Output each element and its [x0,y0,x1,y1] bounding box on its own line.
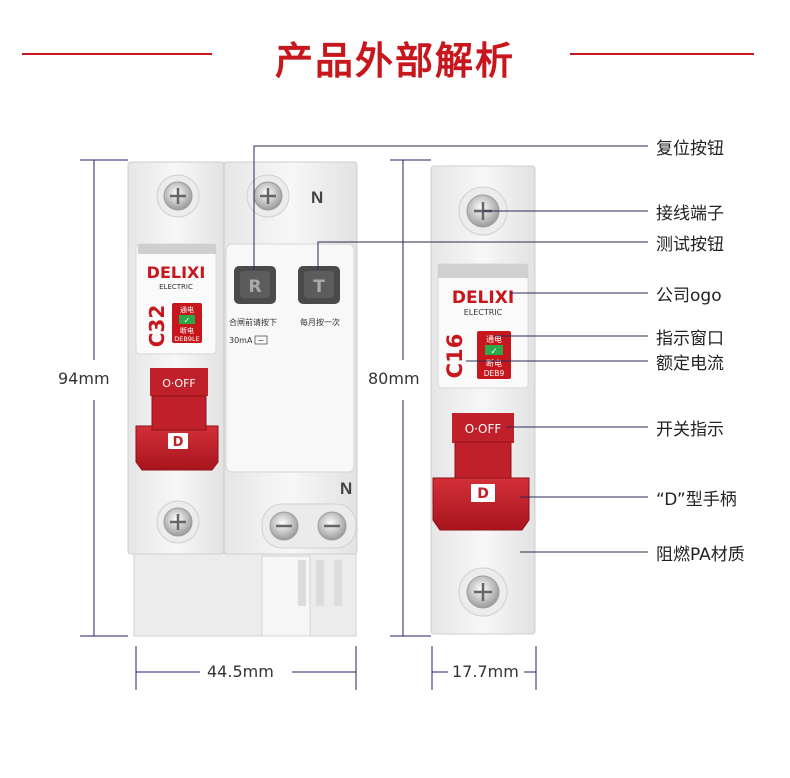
svg-text:断电: 断电 [180,326,194,335]
callout-indicator-window: 指示窗口 [656,329,724,349]
dimension-left-width: 44.5mm [207,662,274,681]
left-terminal-letter-bottom: N [340,479,352,498]
dimension-lines [80,159,537,690]
right-breaker: DELIXI ELECTRIC C16 通电 ✓ 断电 DEB9 O·OFF D [430,165,536,635]
left-rcd-bottom-screws-icon [261,503,357,549]
svg-text:通电: 通电 [486,334,502,344]
svg-text:D: D [477,486,489,502]
title-rule-right [570,53,754,55]
left-rating: C32 [145,305,169,348]
right-breaker-body [430,165,536,635]
callout-reset-button: 复位按钮 [656,139,724,159]
svg-text:DEB9LE: DEB9LE [174,335,199,343]
svg-text:R: R [248,277,261,297]
right-rating: C16 [443,334,467,379]
left-rcd-top-screw-icon [246,174,290,218]
callout-terminal: 接线端子 [656,204,724,224]
left-terminal-letter-top: N [311,188,323,207]
dimension-right-width: 17.7mm [452,662,519,681]
callout-switch-indicator: 开关指示 [656,420,724,440]
leader-test-button [317,241,648,270]
right-bottom-screw-icon [458,567,508,617]
svg-text:✓: ✓ [490,347,498,357]
title-rule-left [22,53,212,55]
right-switch-window [452,413,514,443]
dimension-left-height: 94mm [58,369,110,388]
callout-test-button: 测试按钮 [656,235,724,255]
svg-text:D: D [173,435,184,450]
reset-button[interactable]: R [234,266,276,304]
test-button[interactable]: T [298,266,340,304]
svg-text:断电: 断电 [486,358,502,368]
current-note: 30mA [229,336,253,345]
left-indicator-window: 通电 ✓ 断电 DEB9LE [172,303,202,343]
left-breaker-pole-body [127,161,225,555]
left-brand-logo: DELIXI [147,263,206,282]
left-bottom-screw-icon [156,500,200,544]
dimension-right-height: 80mm [368,369,420,388]
right-brand-sub: ELECTRIC [464,308,503,317]
left-d-handle[interactable]: D [135,395,219,471]
svg-text:T: T [313,277,325,297]
callout-logo: 公司ogo [656,286,722,306]
svg-text:通电: 通电 [180,305,194,314]
page-title: 产品外部解析 [274,39,515,83]
left-breaker: N N DELIXI ELECTRIC C32 通电 ✓ 断电 DEB9L [127,161,358,637]
callout-leaders [253,145,648,553]
left-top-screw-icon [156,174,200,218]
callout-material: 阻燃PA材质 [656,545,745,565]
reset-note: 合闸前请按下 [229,317,277,327]
right-d-handle[interactable]: D [432,441,530,531]
callout-d-handle: “D”型手柄 [656,490,737,510]
callout-rated-current: 额定电流 [656,354,724,374]
svg-text:✓: ✓ [184,316,191,325]
right-brand-logo: DELIXI [452,288,514,308]
right-indicator-window: 通电 ✓ 断电 DEB9 [477,331,511,379]
leader-reset-button [253,145,648,270]
right-switch-indicator: O·OFF [465,422,502,436]
left-switch-window [150,368,208,396]
left-switch-indicator: O·OFF [162,377,195,390]
svg-text:DEB9: DEB9 [484,369,505,378]
current-symbol: ~ [258,336,265,345]
left-brand-sub: ELECTRIC [159,283,193,291]
test-note: 每月按一次 [300,317,340,327]
